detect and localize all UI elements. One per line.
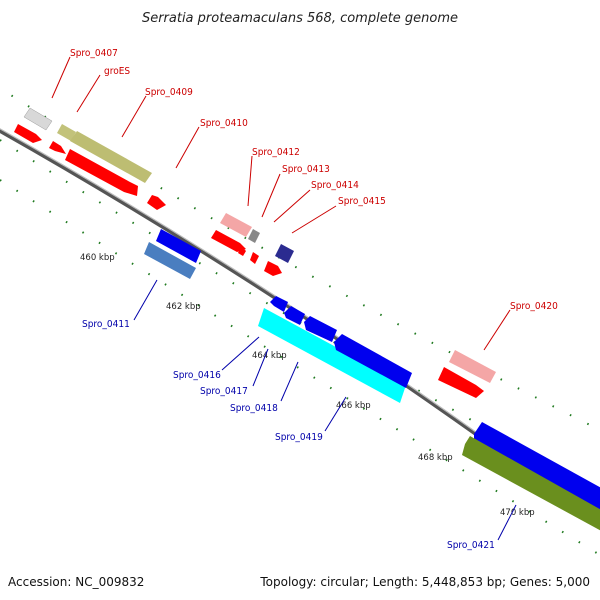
tick-464: 464 kbp bbox=[252, 351, 287, 361]
tick-470: 470 kbp bbox=[500, 508, 535, 518]
forward-features bbox=[14, 107, 496, 398]
tick-labels: 460 kbp 462 kbp 464 kbp 466 kbp 468 kbp … bbox=[80, 253, 535, 518]
gene-spro-0420 bbox=[438, 367, 484, 398]
gene-spro-0419 bbox=[334, 334, 412, 388]
gene-spro-0420-shadow bbox=[449, 350, 496, 383]
gene-spro-0415 bbox=[264, 261, 282, 276]
gene-spro-0412-shadow bbox=[220, 213, 252, 237]
gene-spro-0421-shadow bbox=[462, 436, 600, 531]
gene-spro-0407 bbox=[14, 124, 42, 143]
label-spro-0416[interactable]: Spro_0416 bbox=[173, 370, 221, 381]
tick-466: 466 kbp bbox=[336, 401, 371, 411]
tick-468: 468 kbp bbox=[418, 453, 453, 463]
reverse-leaders bbox=[133, 279, 517, 541]
gene-spro-0413-shadow bbox=[248, 229, 260, 243]
label-spro-0415[interactable]: Spro_0415 bbox=[338, 196, 386, 207]
gene-groES bbox=[49, 141, 66, 154]
gene-spro-0418 bbox=[304, 316, 337, 342]
label-spro-0412[interactable]: Spro_0412 bbox=[252, 147, 300, 158]
gene-spro-0417 bbox=[284, 306, 305, 325]
tick-460: 460 kbp bbox=[80, 253, 115, 263]
gene-spro-0411 bbox=[156, 229, 201, 263]
label-spro-0413[interactable]: Spro_0413 bbox=[282, 164, 330, 175]
gene-spro-0419-shadow bbox=[258, 308, 406, 403]
gene-spro-0409 bbox=[65, 149, 138, 196]
label-groES[interactable]: groES bbox=[104, 66, 130, 77]
label-spro-0420[interactable]: Spro_0420 bbox=[510, 301, 558, 312]
label-spro-0417[interactable]: Spro_0417 bbox=[200, 386, 248, 397]
label-spro-0409[interactable]: Spro_0409 bbox=[145, 87, 193, 98]
gene-spro-0414 bbox=[250, 252, 259, 264]
gene-spro-0413 bbox=[238, 246, 246, 256]
map-title: Serratia proteamaculans 568, complete ge… bbox=[142, 11, 458, 26]
gene-spro-0415-r bbox=[275, 244, 294, 263]
reverse-labels: Spro_0411 Spro_0416 Spro_0417 Spro_0418 … bbox=[82, 319, 495, 551]
label-spro-0410[interactable]: Spro_0410 bbox=[200, 118, 248, 129]
reverse-features bbox=[144, 229, 600, 531]
label-spro-0418[interactable]: Spro_0418 bbox=[230, 403, 278, 414]
accession-text: Accession: NC_009832 bbox=[8, 575, 144, 589]
label-spro-0419[interactable]: Spro_0419 bbox=[275, 432, 323, 443]
gene-spro-0409-shadow bbox=[70, 131, 152, 183]
gene-spro-0407-shadow bbox=[23, 107, 53, 131]
label-spro-0421[interactable]: Spro_0421 bbox=[447, 540, 495, 551]
forward-labels: Spro_0407 groES Spro_0409 Spro_0410 Spro… bbox=[70, 48, 558, 312]
gene-spro-0416 bbox=[270, 296, 288, 312]
tick-462: 462 kbp bbox=[166, 302, 201, 312]
reverse-dotted-guide bbox=[0, 179, 600, 556]
gene-spro-0411-shadow bbox=[144, 242, 196, 279]
gene-groES-shadow bbox=[57, 124, 76, 141]
gene-spro-0412 bbox=[211, 230, 246, 252]
gene-spro-0410 bbox=[147, 195, 166, 210]
label-spro-0414[interactable]: Spro_0414 bbox=[311, 180, 359, 191]
gene-spro-0421 bbox=[474, 422, 600, 515]
label-spro-0411[interactable]: Spro_0411 bbox=[82, 319, 130, 330]
label-spro-0407[interactable]: Spro_0407 bbox=[70, 48, 118, 59]
topology-text: Topology: circular; Length: 5,448,853 bp… bbox=[259, 575, 590, 589]
forward-leaders bbox=[51, 56, 511, 351]
